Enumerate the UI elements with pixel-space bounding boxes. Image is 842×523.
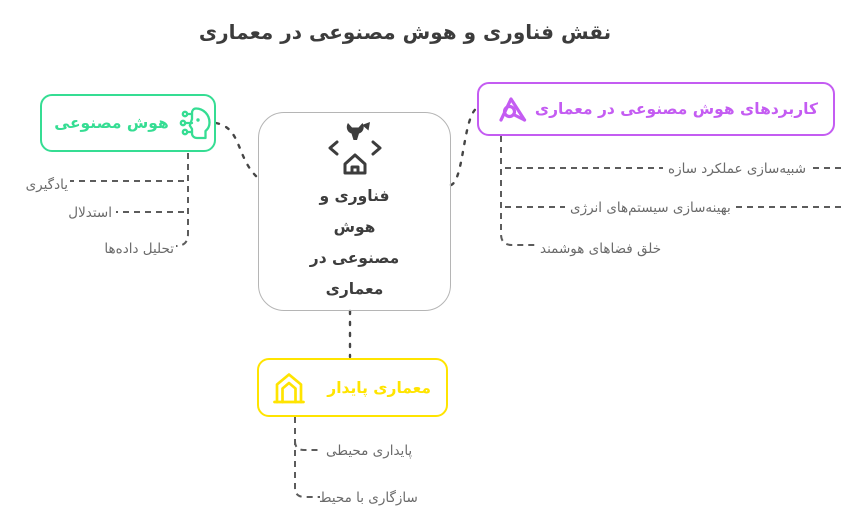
leaf-energy-optimization: بهینه‌سازی سیستم‌های انرژی bbox=[565, 198, 736, 218]
node-artificial-intelligence: هوش مصنوعی bbox=[40, 94, 216, 152]
node-ai-applications: کاربردهای هوش مصنوعی در معماری bbox=[477, 82, 835, 136]
node-sustainable-label: معماری پایدار bbox=[327, 378, 431, 397]
leaf-reasoning: استدلال bbox=[68, 205, 112, 221]
leaf-smart-spaces: خلق فضاهای هوشمند bbox=[540, 241, 662, 257]
node-sustainable-architecture: معماری پایدار bbox=[257, 358, 448, 417]
leaf-learning: یادگیری bbox=[25, 177, 68, 193]
leaf-structure-simulation: شبیه‌سازی عملکرد سازه bbox=[663, 159, 812, 179]
leaf-data-analysis: تحلیل داده‌ها bbox=[104, 241, 174, 257]
node-ai-label: هوش مصنوعی bbox=[54, 114, 169, 132]
node-center-technology: فناوری و هوش مصنوعی در معماری bbox=[258, 112, 451, 311]
leaf-environment-compatibility: سازگاری با محیط bbox=[319, 490, 418, 506]
link-ai-to-center bbox=[214, 121, 260, 180]
leaf-environmental-sustainability: پایداری محیطی bbox=[326, 443, 413, 459]
page-title: نقش فناوری و هوش مصنوعی در معماری bbox=[198, 20, 612, 44]
ai-branch-trunk bbox=[175, 153, 189, 247]
node-applications-label: کاربردهای هوش مصنوعی در معماری bbox=[534, 100, 818, 118]
eco-house-icon bbox=[273, 372, 305, 403]
ai-head-circuit-icon bbox=[179, 107, 211, 140]
node-center-label: فناوری و هوش مصنوعی در معماری bbox=[309, 186, 400, 298]
stylized-letter-a-icon bbox=[499, 97, 527, 122]
sustainable-branch-trunk bbox=[294, 417, 320, 498]
applications-branch-trunk bbox=[500, 136, 535, 246]
code-brackets-wrench-house-icon bbox=[328, 121, 381, 174]
sustainable-branch-env bbox=[294, 440, 322, 451]
link-center-to-applications bbox=[449, 106, 479, 187]
